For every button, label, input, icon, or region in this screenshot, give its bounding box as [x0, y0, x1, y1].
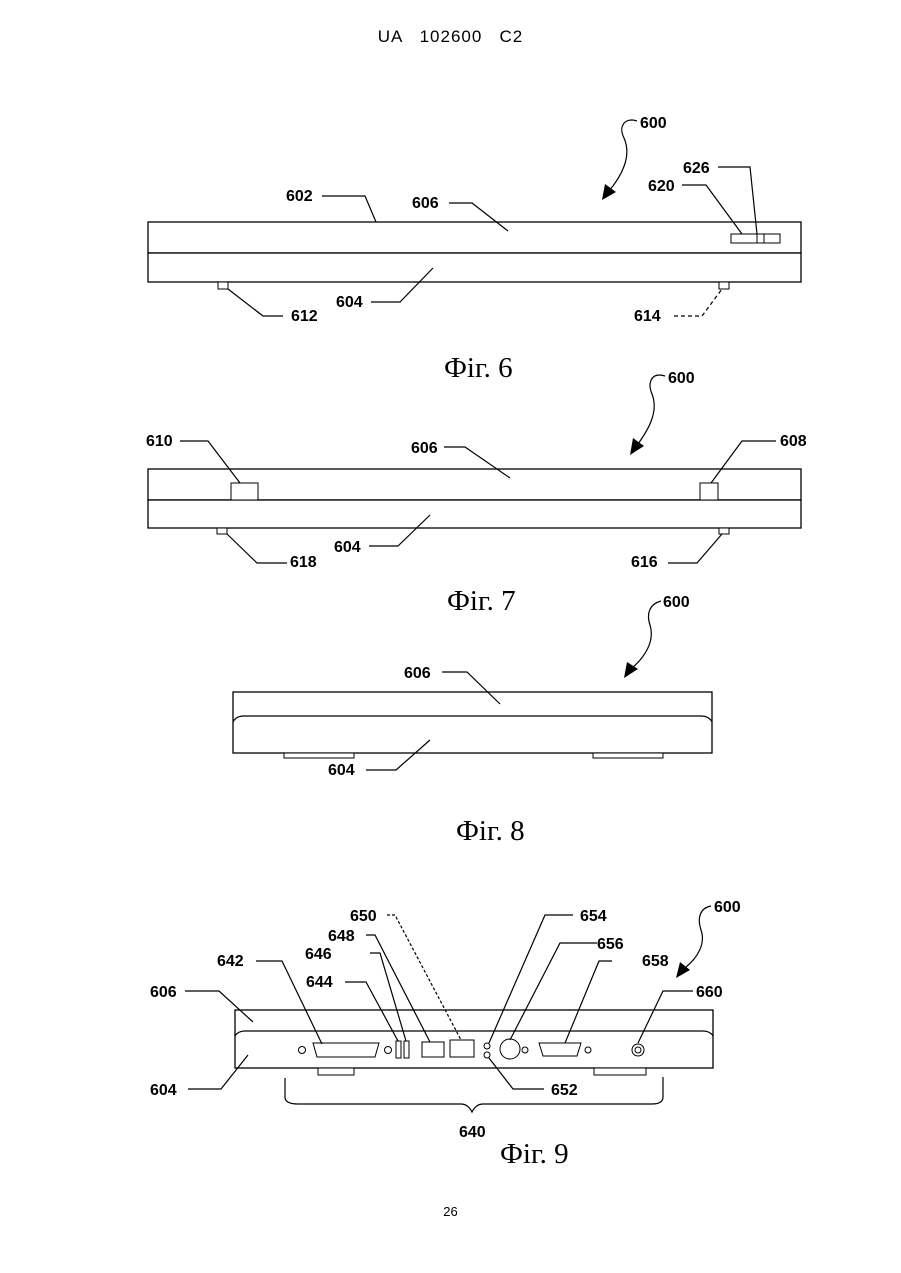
- bracket-640: [285, 1077, 663, 1112]
- label-610: 610: [146, 433, 173, 450]
- label-626: 626: [683, 160, 710, 177]
- label-604: 604: [150, 1082, 177, 1099]
- port-648: [422, 1042, 444, 1057]
- figure-7: 600 610 606 608 604 618 616 Фіг. 7: [146, 370, 807, 617]
- label-608: 608: [780, 433, 807, 450]
- label-650: 650: [350, 908, 377, 925]
- label-658: 658: [642, 953, 669, 970]
- housing-outline: [233, 692, 712, 753]
- label-614: 614: [634, 308, 661, 325]
- port-642: [313, 1043, 379, 1057]
- lower-housing: [148, 500, 801, 528]
- label-606: 606: [150, 984, 177, 1001]
- foot-616: [719, 528, 729, 534]
- label-600: 600: [714, 899, 741, 916]
- page-number: 26: [0, 1204, 901, 1219]
- foot-left: [318, 1068, 354, 1075]
- port-650: [450, 1040, 474, 1057]
- label-652: 652: [551, 1082, 578, 1099]
- screw-left: [299, 1047, 306, 1054]
- label-604: 604: [336, 294, 363, 311]
- lower-housing: [148, 253, 801, 282]
- port-646: [404, 1041, 409, 1058]
- label-660: 660: [696, 984, 723, 1001]
- figure-6-caption: Фіг. 6: [444, 352, 513, 384]
- label-654: 654: [580, 908, 607, 925]
- screw-right: [585, 1047, 591, 1053]
- label-640: 640: [459, 1124, 486, 1141]
- foot-right: [593, 753, 663, 758]
- figure-9-caption: Фіг. 9: [500, 1138, 569, 1170]
- port-654: [484, 1043, 490, 1049]
- label-648: 648: [328, 928, 355, 945]
- label-656: 656: [597, 936, 624, 953]
- foot-right: [594, 1068, 646, 1075]
- port-658: [539, 1043, 581, 1056]
- figure-6: 600 626 602 606 620 604 612 614 Фіг. 6: [148, 115, 801, 384]
- port-652: [484, 1052, 490, 1058]
- arrow-600: [630, 438, 644, 455]
- label-600: 600: [640, 115, 667, 132]
- label-644: 644: [306, 974, 333, 991]
- label-612: 612: [291, 308, 318, 325]
- foot-left: [284, 753, 354, 758]
- arrow-600: [602, 184, 616, 200]
- label-606: 606: [404, 665, 431, 682]
- label-600: 600: [668, 370, 695, 387]
- control-620: [731, 234, 757, 243]
- screw: [385, 1047, 392, 1054]
- label-616: 616: [631, 554, 658, 571]
- label-646: 646: [305, 946, 332, 963]
- arrow-600: [676, 962, 690, 978]
- label-604: 604: [328, 762, 355, 779]
- label-618: 618: [290, 554, 317, 571]
- foot-612: [218, 282, 228, 289]
- block-608: [700, 483, 718, 500]
- port-660-inner: [635, 1047, 641, 1053]
- foot-614: [719, 282, 729, 289]
- figure-8: 600 606 604 Фіг. 8: [233, 594, 712, 847]
- label-604: 604: [334, 539, 361, 556]
- label-642: 642: [217, 953, 244, 970]
- label-606: 606: [412, 195, 439, 212]
- figure-7-caption: Фіг. 7: [447, 585, 516, 617]
- block-610: [231, 483, 258, 500]
- label-602: 602: [286, 188, 313, 205]
- port-656: [500, 1039, 520, 1059]
- figure-8-caption: Фіг. 8: [456, 815, 525, 847]
- screw: [522, 1047, 528, 1053]
- upper-housing: [148, 222, 801, 253]
- control-button: [764, 234, 780, 243]
- label-620: 620: [648, 178, 675, 195]
- label-606: 606: [411, 440, 438, 457]
- figure-9: 650 654 600 648 656 642 646 658 644 606 …: [150, 899, 741, 1170]
- label-600: 600: [663, 594, 690, 611]
- foot-618: [217, 528, 227, 534]
- port-644: [396, 1041, 401, 1058]
- control-626: [757, 234, 764, 243]
- housing-outline: [235, 1010, 713, 1068]
